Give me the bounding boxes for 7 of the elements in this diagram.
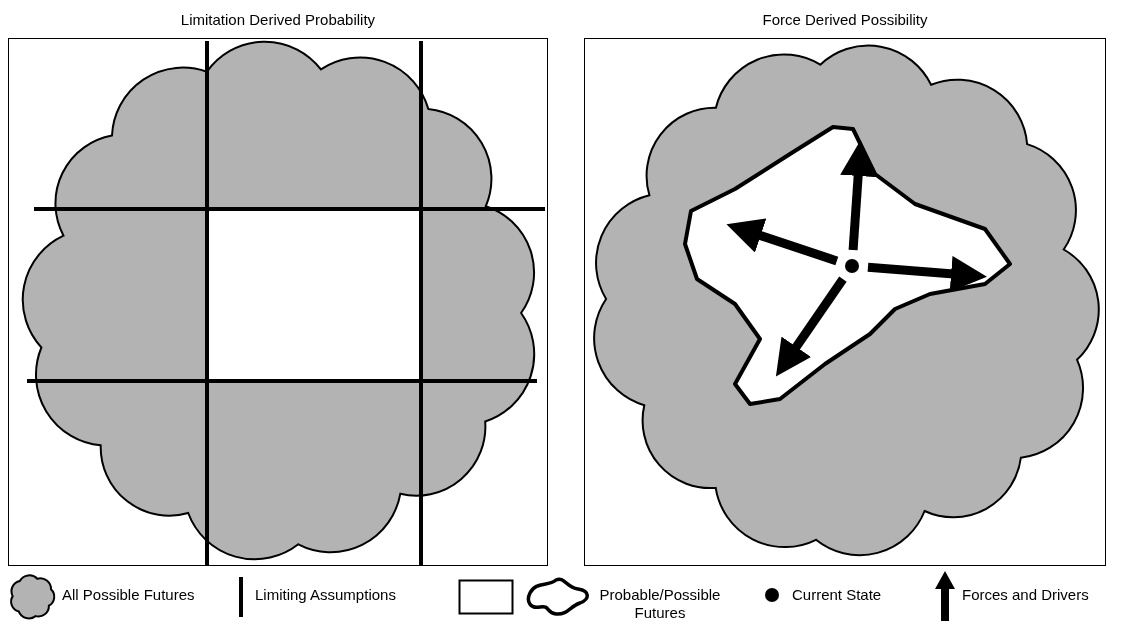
panel-title: Force Derived Possibility <box>761 11 929 28</box>
legend-label: Probable/Possible Futures <box>598 586 722 622</box>
legend-label: Limiting Assumptions <box>255 586 397 604</box>
legend-label: Forces and Drivers <box>962 586 1090 604</box>
legend-label: All Possible Futures <box>62 586 196 604</box>
legend-label: Current State <box>792 586 883 604</box>
panel-title: Limitation Derived Probability <box>179 11 377 28</box>
